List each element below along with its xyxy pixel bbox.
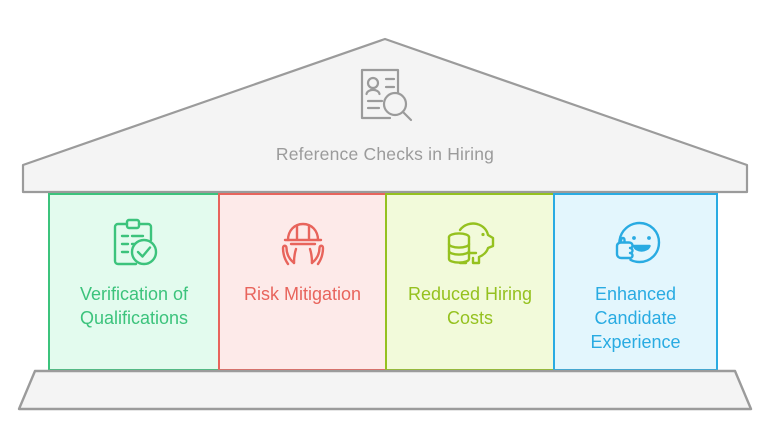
pillar-reduced-hiring-costs[interactable]: Reduced Hiring Costs: [385, 193, 555, 371]
pillar-label: Risk Mitigation: [243, 284, 362, 304]
pillar-risk-mitigation[interactable]: Risk Mitigation: [218, 193, 387, 371]
smiley-thumbs-up-icon: [615, 221, 660, 264]
pillar-label: Enhanced Candidate Experience: [590, 284, 681, 352]
pillar-verification-of-qualifications[interactable]: Verification of Qualifications: [48, 193, 220, 371]
pillar-label: Verification of Qualifications: [79, 284, 189, 328]
temple-base: [0, 369, 770, 417]
pillar-row: Verification of Qualifications Risk Miti…: [48, 193, 720, 371]
pediment: Reference Checks in Hiring: [0, 0, 770, 196]
hardhat-hands-icon: [281, 222, 324, 266]
piggy-bank-coins-icon: [447, 222, 495, 265]
clipboard-check-icon: [113, 218, 158, 266]
resume-search-icon: [360, 68, 413, 122]
pillar-label: Reduced Hiring Costs: [407, 284, 533, 328]
page-title: Reference Checks in Hiring: [275, 144, 495, 164]
base-shape: [17, 369, 753, 411]
pillar-enhanced-candidate-experience[interactable]: Enhanced Candidate Experience: [553, 193, 718, 371]
pediment-shape: [21, 37, 749, 194]
